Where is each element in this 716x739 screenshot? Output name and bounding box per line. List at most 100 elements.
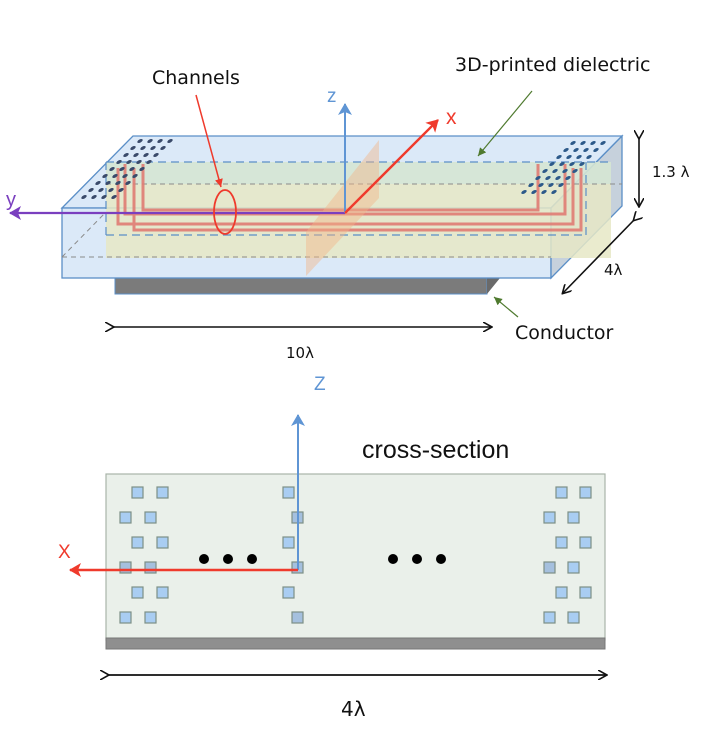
channel-square — [131, 536, 144, 549]
channel-opening-dot — [116, 159, 122, 165]
channel-square — [156, 486, 169, 499]
channel-square — [119, 511, 132, 524]
channel-square — [555, 536, 568, 549]
channel-square — [567, 561, 580, 574]
channel-line — [116, 168, 575, 226]
channel-opening-dot — [569, 161, 575, 167]
channel-opening-dot — [129, 166, 135, 172]
channel-opening-dot — [565, 175, 571, 181]
channel-opening-dot — [125, 180, 131, 186]
channel-opening-dot — [101, 194, 107, 200]
channel-square — [156, 536, 169, 549]
channel-opening-dot — [521, 189, 527, 195]
channel-opening-dot — [115, 180, 121, 186]
height-dimension-label: 1.3 λ — [652, 163, 690, 181]
channel-opening-dot — [555, 175, 561, 181]
conductor-label: Conductor — [515, 322, 614, 344]
channel-opening-dot — [551, 189, 557, 195]
channel-square — [131, 586, 144, 599]
channel-opening-dot — [108, 187, 114, 193]
channel-highlight-ellipse — [213, 189, 237, 235]
channel-square — [144, 511, 157, 524]
length-dimension-label: 10λ — [286, 344, 314, 362]
channel-opening-dot — [160, 145, 166, 151]
channel-opening-dot — [146, 159, 152, 165]
conductor-plate — [114, 277, 488, 295]
channel-line — [132, 168, 583, 232]
channel-opening-dot — [102, 173, 108, 179]
channel-opening-dot — [590, 140, 596, 146]
channel-opening-dot — [91, 194, 97, 200]
channel-square — [555, 586, 568, 599]
channel-square — [119, 561, 132, 574]
channel-square — [567, 511, 580, 524]
channel-openings-right — [521, 140, 606, 195]
channel-square — [579, 486, 592, 499]
width-dimension-label: 4λ — [341, 697, 366, 721]
channel-opening-dot — [88, 187, 94, 193]
cross-section-x-label: X — [58, 542, 71, 563]
conductor-pointer — [493, 296, 519, 318]
channel-opening-dot — [580, 140, 586, 146]
channel-opening-dot — [556, 154, 562, 160]
channel-opening-dot — [558, 182, 564, 188]
channel-opening-dot — [600, 140, 606, 146]
channel-opening-dot — [147, 138, 153, 144]
channel-opening-dot — [562, 168, 568, 174]
cross-section-conductor — [105, 637, 606, 650]
cross-section-channels — [119, 486, 592, 624]
channel-opening-dot — [535, 175, 541, 181]
channel-opening-dot — [111, 194, 117, 200]
z-axis-label: z — [327, 86, 337, 107]
channel-square — [579, 536, 592, 549]
channel-opening-dot — [570, 140, 576, 146]
channel-opening-dot — [573, 147, 579, 153]
channel-opening-dot — [583, 147, 589, 153]
channel-opening-dot — [123, 152, 129, 158]
channel-square — [291, 611, 304, 624]
ellipsis-left — [199, 554, 257, 564]
channel-opening-dot — [105, 180, 111, 186]
channel-square — [282, 536, 295, 549]
channel-opening-dot — [576, 154, 582, 160]
channel-square — [567, 611, 580, 624]
channel-opening-dot — [542, 168, 548, 174]
x-axis — [344, 119, 439, 214]
cross-section-title: cross-section — [362, 436, 509, 464]
channel-opening-dot — [593, 147, 599, 153]
cross-section-view: Z cross-section X 4λ — [58, 374, 606, 721]
channel-opening-dot — [109, 166, 115, 172]
channel-opening-dot — [119, 166, 125, 172]
channel-square — [119, 611, 132, 624]
waveguide-3d-view: y z x Channels 3D-printed dielectric 1.3… — [6, 54, 690, 362]
channel-square — [543, 611, 556, 624]
dielectric-label: 3D-printed dielectric — [455, 54, 650, 76]
channel-opening-dot — [167, 138, 173, 144]
channel-opening-dot — [541, 189, 547, 195]
channel-opening-dot — [566, 154, 572, 160]
dielectric-pointer — [477, 90, 533, 157]
channel-opening-dot — [545, 175, 551, 181]
channel-opening-dot — [150, 145, 156, 151]
channel-openings-left — [81, 138, 173, 200]
channel-opening-dot — [559, 161, 565, 167]
channel-opening-dot — [563, 147, 569, 153]
channel-opening-dot — [132, 173, 138, 179]
channel-opening-dot — [98, 187, 104, 193]
channel-opening-dot — [552, 168, 558, 174]
channel-opening-dot — [538, 182, 544, 188]
channel-opening-dot — [157, 138, 163, 144]
channel-opening-dot — [549, 161, 555, 167]
channel-opening-dot — [133, 152, 139, 158]
channel-opening-dot — [153, 152, 159, 158]
channel-band-yellow — [106, 184, 611, 258]
channel-square — [555, 486, 568, 499]
channel-opening-dot — [136, 159, 142, 165]
channel-opening-dot — [126, 159, 132, 165]
depth-dimension-label: 4λ — [604, 261, 623, 279]
channel-opening-dot — [130, 145, 136, 151]
channel-square — [282, 486, 295, 499]
channel-square — [131, 486, 144, 499]
channel-opening-dot — [112, 173, 118, 179]
